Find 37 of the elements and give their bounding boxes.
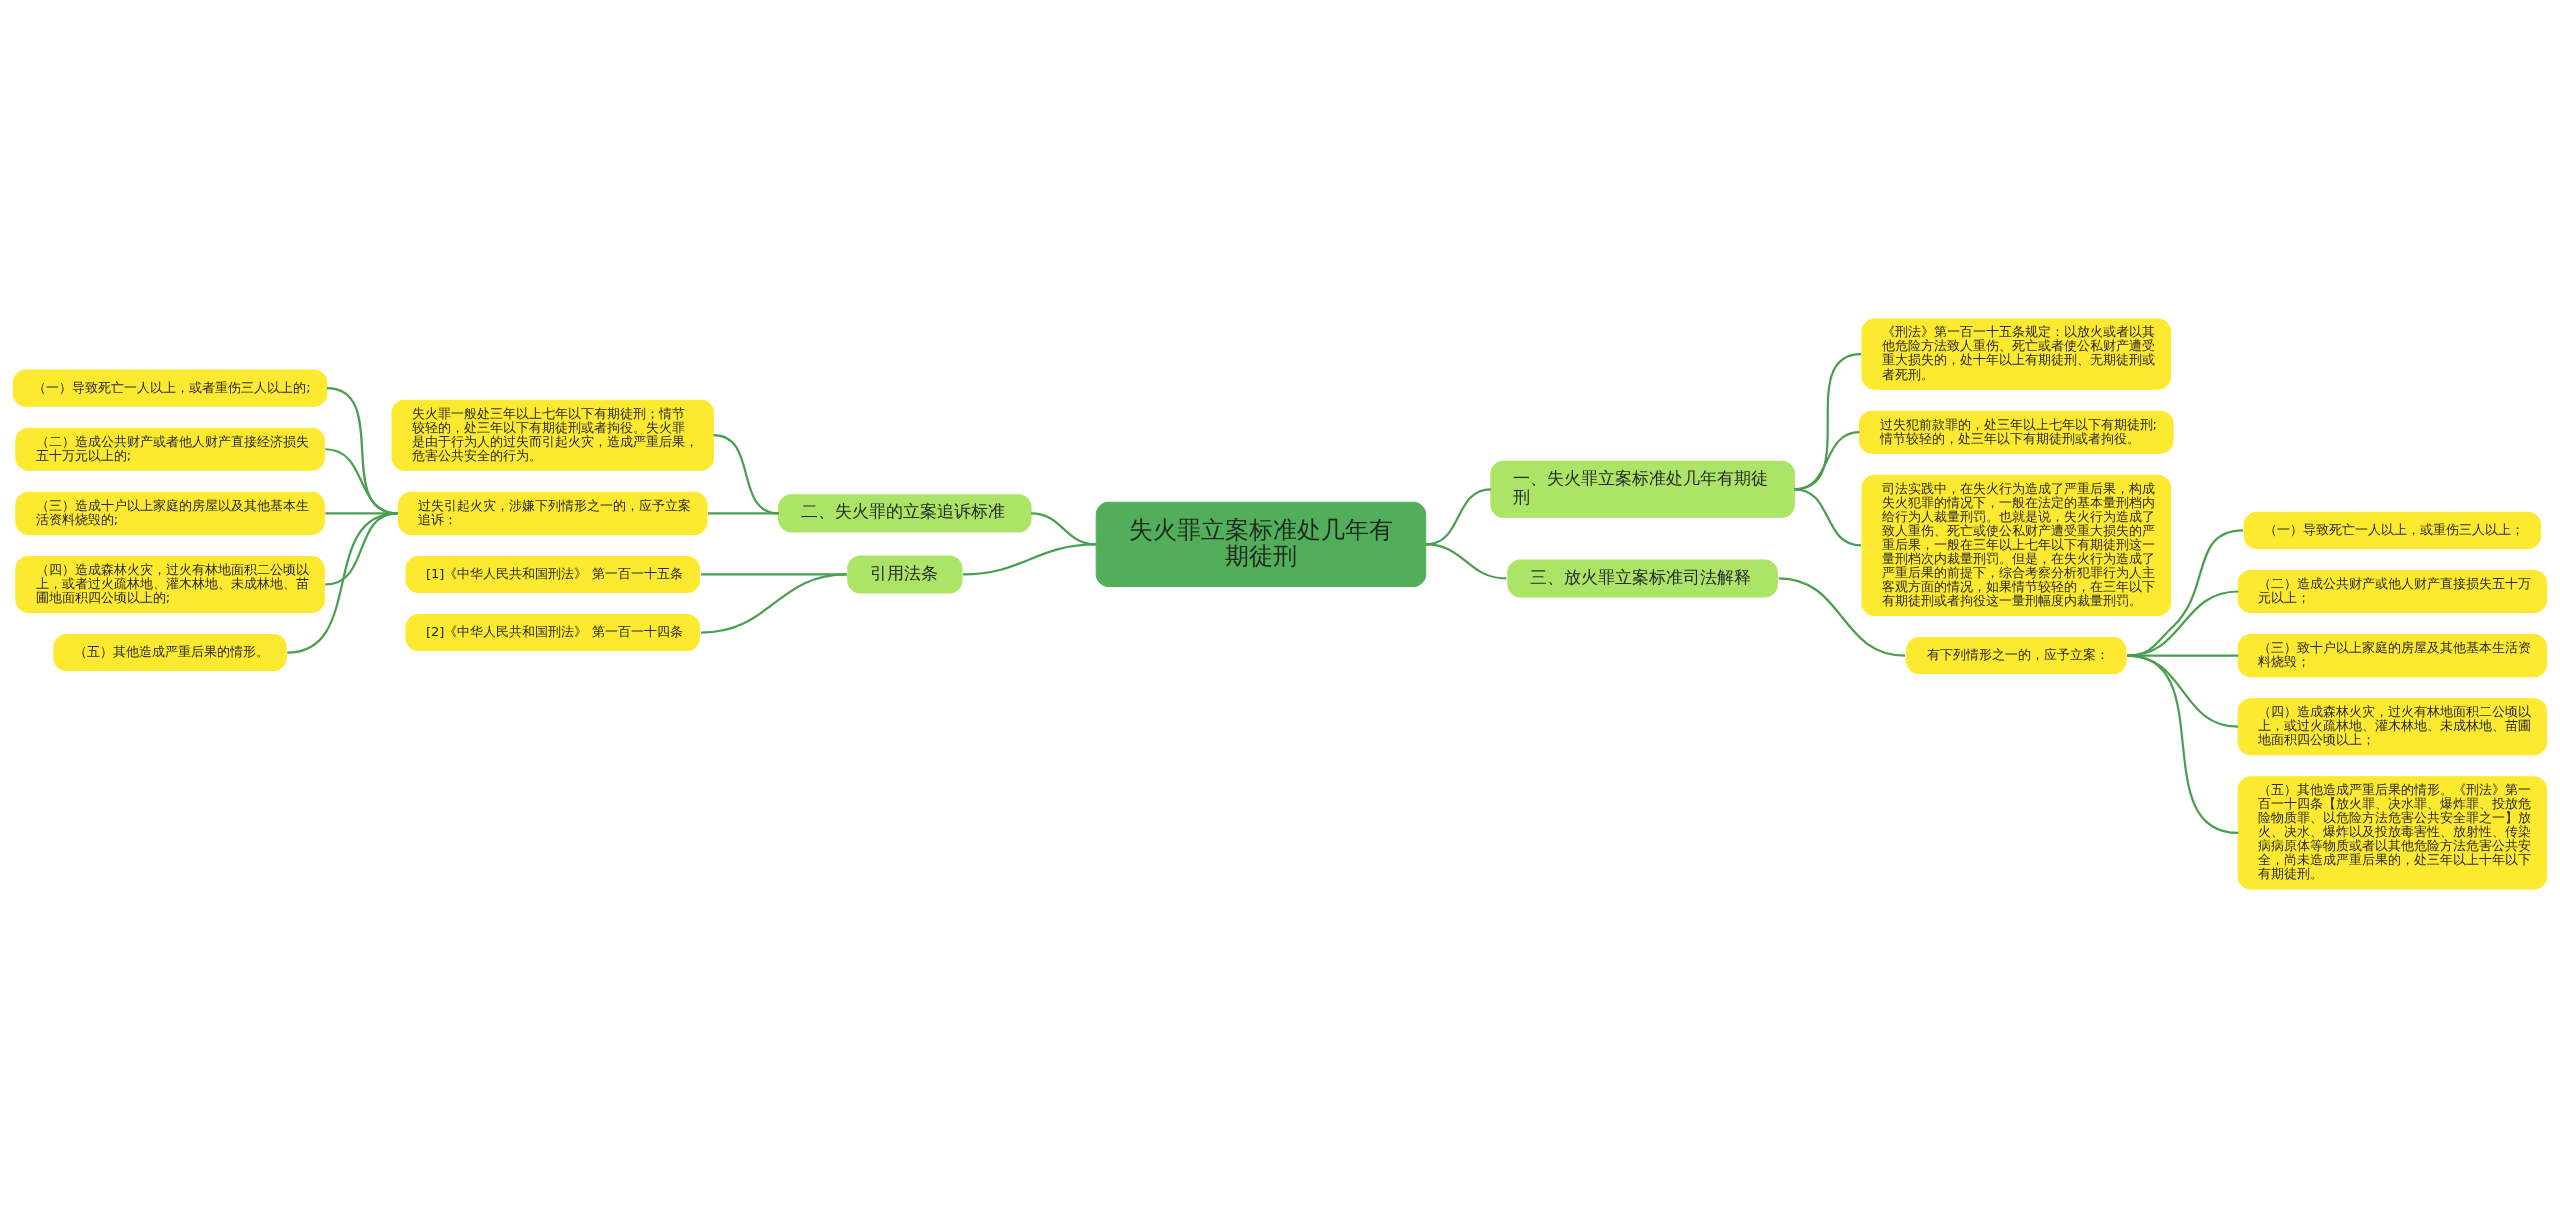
connector [2127, 528, 2244, 657]
connector [2127, 654, 2239, 728]
connector [287, 511, 398, 654]
node-box: 引用法条 [847, 554, 963, 593]
node-box: （一）导致死亡一人以上，或重伤三人以上； [2243, 511, 2542, 549]
connector [1778, 576, 1906, 657]
node-box: 过失引起火灾，涉嫌下列情形之一的，应予立案追诉： [397, 491, 708, 535]
node-box: （二）造成公共财产或者他人财产直接经济损失五十万元以上的; [15, 427, 325, 471]
connector [1794, 487, 1862, 546]
node-box: （四）造成森林火灾，过火有林地面积二公顷以上，或过火疏林地、灌木林地、未成林地、苗圃地面积四公顷以上； [2237, 697, 2548, 755]
node-box: 二、失火罪的立案追诉标准 [778, 493, 1032, 532]
node-box: （三）致十户以上家庭的房屋及其他基本生活资料烧毁； [2237, 633, 2548, 677]
node-box: （五）其他造成严重后果的情形。 [53, 633, 287, 671]
node-box: 司法实践中，在失火行为造成了严重后果，构成失火犯罪的情况下，一般在法定的基本量刑档内给行为人裁量刑罚。也就是说，失火行为造成了致人重伤、死亡或使公私财产遭受重大损失的严重后果，一般在三年以上七年以下有期徒刑这一量刑档次内裁量刑罚。但是，在失火行为造成了严重后果的前提下，综合考察分析犯罪行为人主客观方面的情况，如果情节较轻的，在三年以下有期徒刑或者拘役这一量刑幅度内裁量刑罚。 [1861, 474, 2172, 616]
node-box: 失火罪一般处三年以上七年以下有期徒刑；情节较轻的，处三年以下有期徒刑或者拘役。失火罪是由于行为人的过失而引起火灾，造成严重后果，危害公共安全的行为。 [391, 399, 714, 471]
node-box: [2]《中华人民共和国刑法》 第一百一十四条 [405, 613, 700, 651]
node-box: （三）造成十户以上家庭的房屋以及其他基本生活资料烧毁的; [15, 491, 325, 535]
connector [2127, 654, 2239, 834]
node-box: 过失犯前款罪的，处三年以上七年以下有期徒刑;情节较轻的，处三年以下有期徒刑或者拘役。 [1859, 410, 2174, 454]
connector [325, 511, 398, 586]
connector [701, 572, 847, 576]
node-box: 一、失火罪立案标准处几年有期徒刑 [1490, 460, 1795, 518]
node-box: 失火罪立案标准处几年有期徒刑 [1095, 501, 1427, 587]
connector [962, 542, 1097, 576]
connector [708, 511, 779, 514]
node-box: （二）造成公共财产或他人财产直接损失五十万元以上； [2237, 569, 2548, 613]
node-box: 有下列情形之一的，应予立案： [1906, 636, 2127, 674]
connector [1425, 542, 1507, 580]
node-box: （四）造成森林火灾，过火有林地面积二公顷以上，或者过火疏林地、灌木林地、未成林地、苗圃地面积四公顷以上的; [15, 555, 325, 613]
connector [700, 572, 847, 634]
node-box: （一）导致死亡一人以上，或者重伤三人以上的; [12, 369, 328, 407]
node-box: [1]《中华人民共和国刑法》 第一百一十五条 [405, 555, 700, 593]
node-box: （五）其他造成严重后果的情形。《刑法》第一百一十四条【放火罪、决水罪、爆炸罪、投放危险物质罪、以危险方法危害公共安全罪之一】放火、决水、爆炸以及投放毒害性、放射性、传染病病原体等物质或者以其他危险方法危害公共安全，尚未造成严重后果的，处三年以上十年以下有期徒刑。 [2237, 775, 2548, 889]
connector [2127, 589, 2239, 657]
node-box: 《刑法》第一百一十五条规定：以放火或者以其他危险方法致人重伤、死亡或者使公私财产遭受重大损失的，处十年以上有期徒刑、无期徒刑或者死刑。 [1861, 318, 2172, 390]
node-box: 三、放火罪立案标准司法解释 [1507, 558, 1778, 597]
connector [2127, 654, 2239, 657]
